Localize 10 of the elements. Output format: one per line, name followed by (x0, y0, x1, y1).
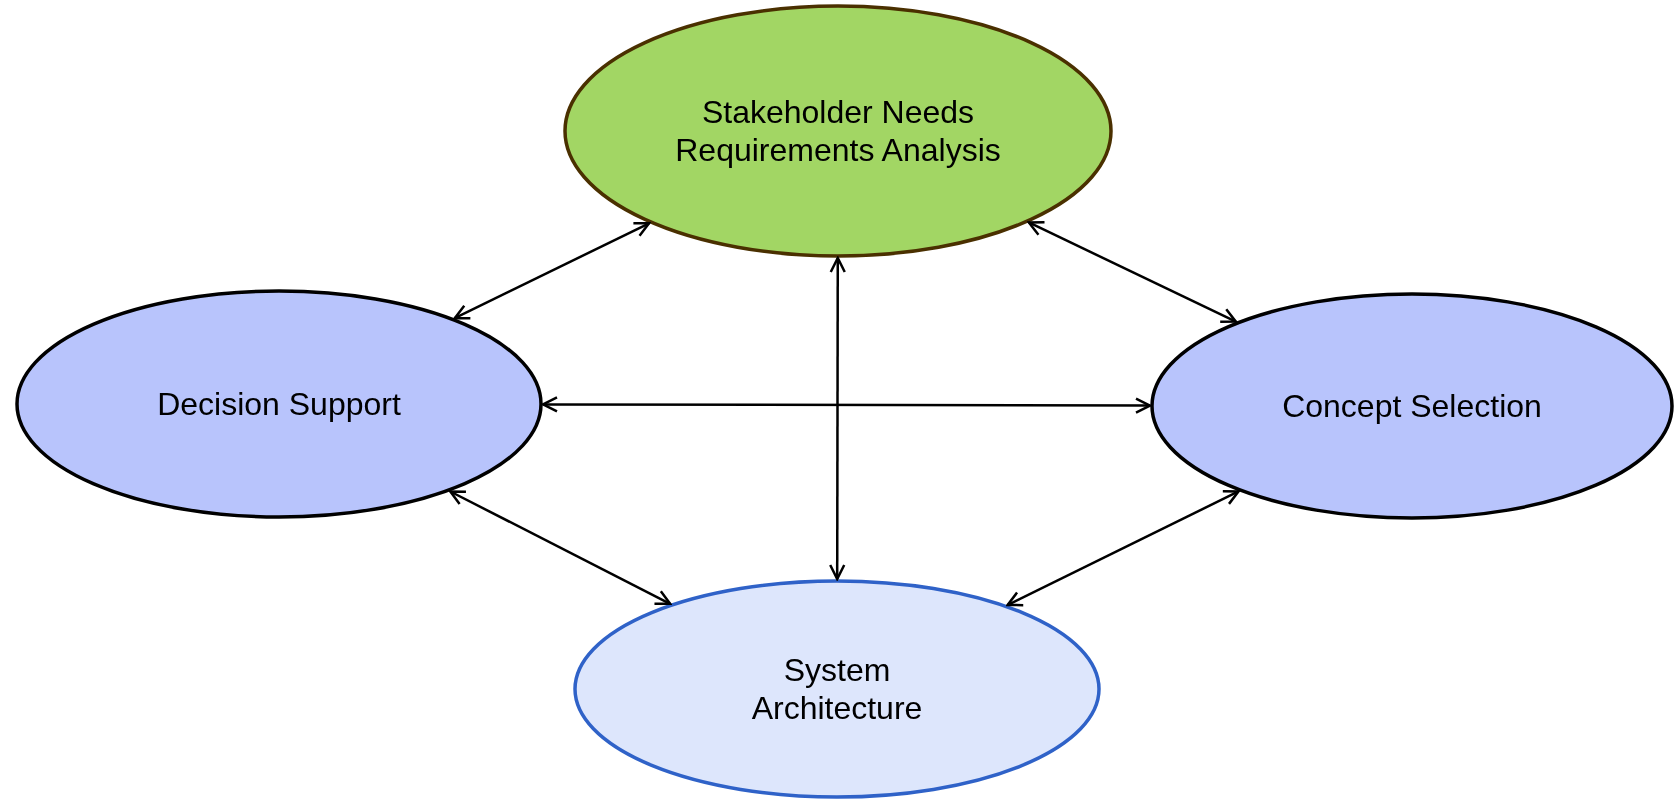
arrow (1027, 220, 1238, 324)
arrow (453, 221, 651, 320)
arrow (828, 256, 846, 581)
arrow (541, 396, 1152, 414)
node-label: Decision Support (157, 385, 401, 423)
arrow (1006, 490, 1240, 607)
node-label: Stakeholder Needs Requirements Analysis (674, 93, 1002, 169)
arrow (449, 490, 672, 605)
node-label: System Architecture (750, 651, 924, 727)
node-label: Concept Selection (1282, 387, 1542, 425)
